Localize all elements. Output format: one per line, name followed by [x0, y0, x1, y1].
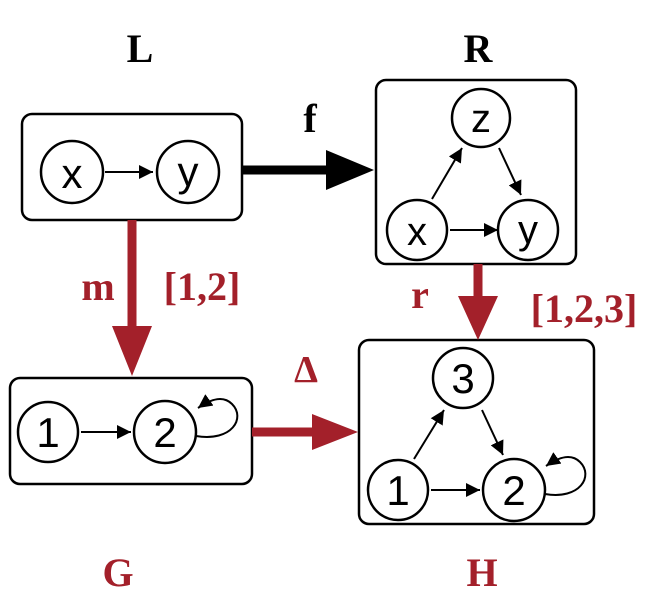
arrow-r-head [458, 296, 498, 340]
graph-G: 1 2 [8, 376, 254, 486]
node-L-y-label: y [178, 148, 199, 195]
arrow-delta-head [312, 414, 358, 450]
node-R-z-label: z [471, 97, 491, 141]
node-G-1 [16, 400, 80, 464]
label-m-map: [1,2] [164, 264, 241, 309]
morphism-delta: Δ [252, 349, 358, 450]
node-H-3-label: 3 [451, 355, 474, 402]
node-L-y [155, 139, 221, 205]
arrow-m-head [112, 326, 152, 376]
node-R-y [496, 198, 560, 262]
morphism-m: m [1,2] [81, 220, 240, 376]
node-R-x [385, 198, 449, 262]
label-delta: Δ [294, 349, 318, 391]
node-R-z [450, 87, 512, 149]
label-R: R [464, 26, 494, 71]
node-R-y-label: y [518, 208, 538, 252]
edge-H-1-3 [413, 409, 445, 460]
node-L-x [39, 139, 105, 205]
label-r-map: [1,2,3] [531, 286, 638, 331]
node-L-x-label: x [62, 150, 83, 197]
label-L: L [127, 26, 154, 71]
graph-H: 3 1 2 [357, 338, 596, 526]
label-r: r [411, 272, 429, 317]
node-G-2-label: 2 [153, 409, 176, 456]
node-H-2 [481, 457, 547, 523]
edge-H-2-loop [544, 452, 587, 496]
label-G: G [102, 550, 133, 595]
morphism-f: f [242, 96, 374, 190]
edge-G-2-loop [195, 394, 239, 438]
node-H-1 [366, 458, 430, 522]
label-H: H [466, 550, 497, 595]
node-H-2-label: 2 [502, 467, 525, 514]
node-H-1-label: 1 [386, 467, 409, 514]
label-f: f [303, 96, 317, 141]
edge-H-3-2 [481, 409, 504, 456]
node-G-2 [132, 399, 198, 465]
morphism-r: r [1,2,3] [411, 264, 637, 340]
arrow-f-head [326, 150, 374, 190]
graph-R: z x y [374, 78, 578, 266]
node-G-1-label: 1 [36, 409, 59, 456]
graph-L: x y [20, 112, 244, 222]
edge-R-z-y [498, 147, 522, 196]
label-m: m [81, 264, 114, 309]
node-H-3 [431, 346, 495, 410]
edge-R-x-z [431, 147, 463, 200]
node-R-x-label: x [407, 210, 427, 254]
